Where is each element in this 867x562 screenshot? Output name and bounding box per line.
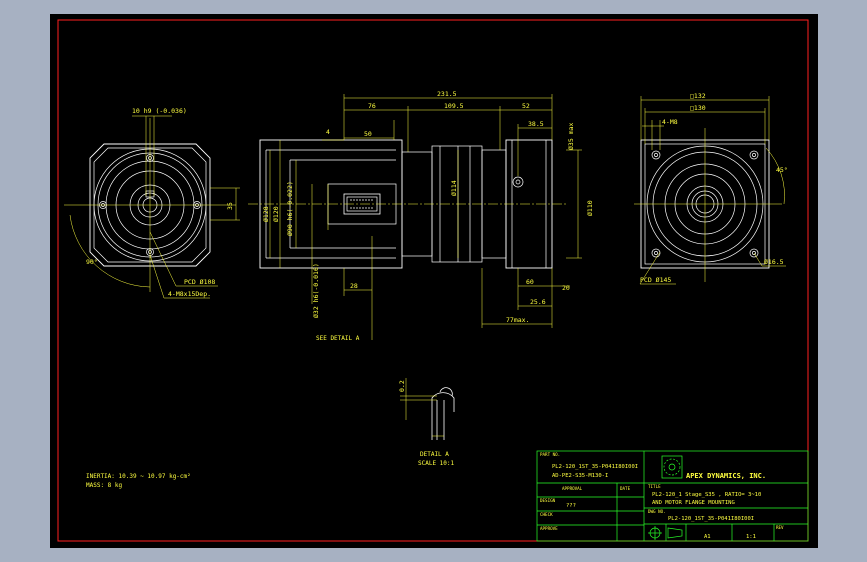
part-no-label: PART NO. xyxy=(540,452,560,457)
sheet-size: A1 xyxy=(704,534,711,540)
dim-dia-32: Ø32 h6(-0.016) xyxy=(312,263,320,318)
dwg-no-value: PL2-120_1ST_35-P041I80I00I xyxy=(668,516,754,522)
part-no-line-2: AD-PE2-S35-M130-I xyxy=(552,473,608,479)
drawing-scale: 1:1 xyxy=(746,534,756,540)
dim-keyway-width: 10 h9 (-0.036) xyxy=(132,107,187,115)
side-view-dimensions xyxy=(248,94,582,340)
dim-hole-16-5: Ø16.5 xyxy=(764,258,784,266)
approval-label: APPROVAL xyxy=(562,486,583,491)
dim-60: 60 xyxy=(526,278,534,286)
see-detail-label: SEE DETAIL A xyxy=(316,335,360,342)
dim-50: 50 xyxy=(364,130,372,138)
drawing-sheet[interactable] xyxy=(50,14,818,548)
title-label: TITLE xyxy=(648,484,661,489)
detail-a-view xyxy=(431,387,455,440)
part-no-line-1: PL2-120_1ST_35-P041I80I00I xyxy=(552,464,638,470)
title-block-frame xyxy=(536,450,809,542)
dim-dia-114: Ø114 xyxy=(450,180,458,196)
design-value: ??? xyxy=(566,503,576,509)
dwg-no-label: DWG NO. xyxy=(648,509,666,514)
dim-bore-max: Ø35 max xyxy=(567,123,575,150)
right-view-dimensions xyxy=(634,96,786,285)
company-name: APEX DYNAMICS, INC. xyxy=(686,472,766,480)
inertia-note: INERTIA: 10.39 ~ 10.97 kg-cm² xyxy=(86,473,191,480)
date-label: DATE xyxy=(620,486,631,491)
design-label: DESIGN xyxy=(540,498,556,503)
title-line-2: AND MOTOR FLANGE MOUNTING xyxy=(652,500,735,506)
dim-dia-120: Ø120 xyxy=(272,206,280,222)
dim-28: 28 xyxy=(350,282,358,290)
dim-4-m8: 4-M8 xyxy=(662,118,678,126)
rev-label: REV xyxy=(776,525,784,530)
check-label: CHECK xyxy=(540,512,553,517)
dim-4: 4 xyxy=(326,128,330,136)
dim-key-height: 35 xyxy=(226,202,234,210)
dim-25-6: 25.6 xyxy=(530,298,546,306)
dim-109-5: 109.5 xyxy=(444,102,464,110)
dim-angle-45: 45° xyxy=(776,166,788,174)
title-line-1: PL2-120_1 Stage_S35 , RATIO= 3~10 xyxy=(652,492,761,498)
dim-pcd-108: PCD Ø108 xyxy=(184,278,215,286)
dim-38-5: 38.5 xyxy=(528,120,544,128)
dim-20: 20 xyxy=(562,284,570,292)
left-view-dimensions xyxy=(64,115,240,299)
dim-pcd-145: PCD Ø145 xyxy=(640,276,671,284)
dim-overall-length: 231.5 xyxy=(437,90,457,98)
detail-a-scale: SCALE 10:1 xyxy=(418,460,455,467)
mass-note: MASS: 8 kg xyxy=(86,482,123,489)
detail-a-title: DETAIL A xyxy=(420,451,449,458)
dim-dia-110: Ø110 xyxy=(586,200,594,216)
approve-label: APPROVE xyxy=(540,526,558,531)
drawing-frame xyxy=(57,19,809,542)
dim-dia-90: Ø90 h6(-0.022) xyxy=(286,181,294,236)
dim-square-130: □130 xyxy=(690,104,706,112)
dim-detail-0-2: 0.2 xyxy=(398,380,406,392)
dim-angle-90: 90° xyxy=(86,258,98,266)
dim-76: 76 xyxy=(368,102,376,110)
dim-dia-128: Ø128 xyxy=(262,206,270,222)
dim-77max: 77max. xyxy=(506,316,529,324)
detail-a-dimensions xyxy=(400,378,444,437)
dim-tapped-holes: 4-M8x15Dep. xyxy=(168,290,211,298)
dim-square-132: □132 xyxy=(690,92,706,100)
dim-52: 52 xyxy=(522,102,530,110)
